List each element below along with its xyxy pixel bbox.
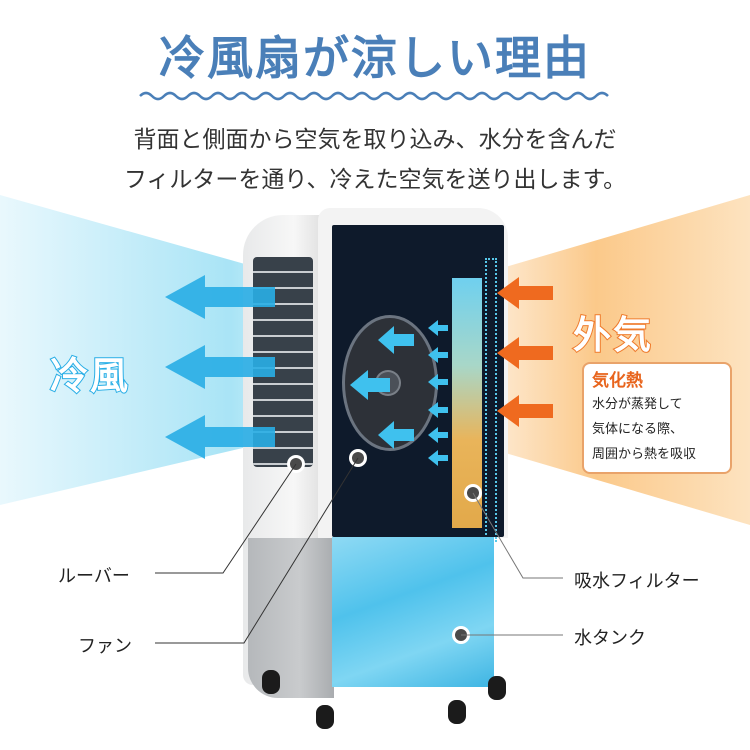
water-tank [332, 537, 494, 687]
absorbent-filter [452, 278, 482, 528]
info-box-title: 気化熱 [592, 371, 643, 391]
evaporative-heat-info-box: 気化熱 水分が蒸発して 気体になる際、 周囲から熱を吸収 [582, 362, 732, 474]
device-base [248, 538, 334, 698]
cool-air-arrows-icon [165, 275, 275, 459]
description-line-2: フィルターを通り、冷えた空気を送り出します。 [123, 167, 627, 193]
internal-airflow-arrows-icon [350, 320, 448, 466]
tank-callout: 水タンク [574, 628, 646, 649]
filter-callout: 吸水フィルター [574, 571, 700, 592]
wheel-icon [488, 676, 506, 700]
outside-air-label: 外気 [572, 312, 654, 358]
cool-air-label: 冷風 [49, 353, 131, 399]
warm-air-arrows-icon [497, 277, 553, 427]
tank-marker [455, 629, 467, 641]
louver-callout: ルーバー [58, 566, 130, 587]
filter-marker [467, 487, 479, 499]
water-line [485, 258, 497, 542]
wheel-icon [448, 700, 466, 724]
louver-marker [290, 458, 302, 470]
fan-callout: ファン [78, 636, 132, 657]
wave-divider-icon [139, 91, 609, 101]
page-title: 冷風扇が涼しい理由 [159, 31, 591, 85]
info-box-line: 水分が蒸発して [592, 397, 683, 412]
description: 背面と側面から空気を取り込み、水分を含んだ フィルターを通り、冷えた空気を送り出… [0, 120, 750, 200]
info-box-line: 気体になる際、 [592, 422, 684, 437]
wheel-icon [262, 670, 280, 694]
info-box-line: 周囲から熱を吸収 [592, 447, 697, 462]
description-line-1: 背面と側面から空気を取り込み、水分を含んだ [133, 127, 617, 153]
wheel-icon [316, 705, 334, 729]
fan-marker [352, 452, 364, 464]
